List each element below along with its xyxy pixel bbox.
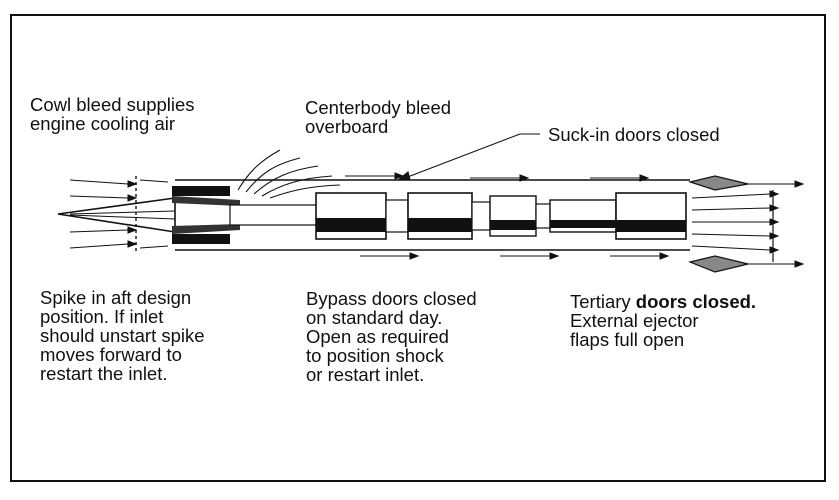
suck-in-doors-label: Suck-in doors closed — [548, 124, 720, 145]
external-flow-arrows — [345, 172, 670, 260]
nacelle-outline — [135, 176, 690, 254]
bypass-doors-label: Bypass doors closed on standard day. Ope… — [306, 288, 477, 385]
tertiary-doors-line1: Tertiary doors closed. — [570, 291, 757, 312]
inlet-flow-arrows — [69, 179, 169, 249]
exhaust-flow-arrows — [691, 180, 805, 268]
spike-position-label: Spike in aft design position. If inlet s… — [40, 287, 205, 384]
centerbody-bleed-label: Centerbody bleed overboard — [305, 97, 452, 137]
inlet-cowl — [172, 186, 240, 244]
suck-in-doors-leader — [396, 133, 540, 181]
ejector-flaps — [687, 175, 749, 273]
inlet-spike — [57, 197, 176, 233]
cowl-bleed-flow — [237, 149, 341, 199]
tertiary-doors-label: Tertiary doors closed. External ejector … — [570, 291, 757, 350]
engine-core — [229, 192, 687, 240]
cowl-bleed-label: Cowl bleed supplies engine cooling air — [30, 94, 195, 134]
